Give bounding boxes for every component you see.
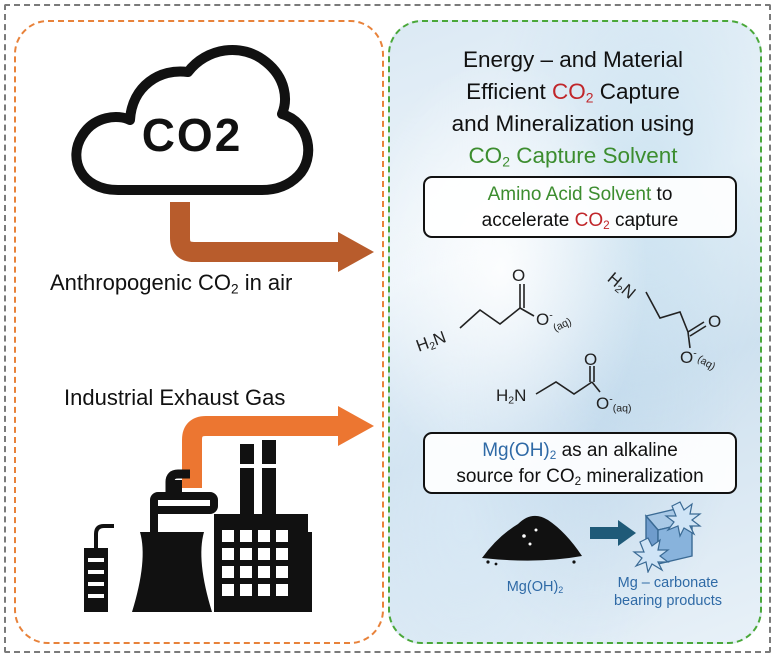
amino-acid-solvent-box: Amino Acid Solvent to accelerate CO2 cap… bbox=[423, 176, 737, 238]
mgoh-label: Mg(OH)2 bbox=[506, 579, 564, 596]
outer-frame bbox=[4, 4, 771, 653]
powder-pile-icon bbox=[482, 515, 582, 566]
oxygen-label-3a: O bbox=[584, 350, 598, 369]
cloud-co2-label: CO2 bbox=[141, 109, 243, 161]
glycinate-molecule-1 bbox=[459, 284, 535, 329]
oxygen-label-2b: O-(aq) bbox=[680, 347, 718, 373]
oxygen-label-3b: O-(aq) bbox=[596, 393, 632, 415]
glycinate-molecule-3 bbox=[535, 366, 601, 395]
oxygen-label-2a: O bbox=[708, 312, 722, 331]
h2n-label-3: H2N bbox=[496, 386, 527, 407]
oxygen-label-1b: O-(aq) bbox=[536, 309, 574, 335]
factory-icon bbox=[84, 440, 312, 612]
right-panel-process bbox=[388, 20, 762, 644]
orange-arrow-icon bbox=[182, 406, 374, 488]
anthropogenic-co2-label: Anthropogenic CO2 in air bbox=[50, 270, 293, 297]
oxygen-label-1a: O bbox=[512, 266, 526, 285]
magnesium-hydroxide-box: Mg(OH)2 as an alkaline source for CO2 mi… bbox=[423, 432, 737, 494]
glycinate-molecule-2 bbox=[645, 291, 707, 349]
brown-arrow-icon bbox=[170, 202, 374, 272]
carbonate-crystal-icon bbox=[632, 501, 702, 573]
cloud-icon bbox=[71, 44, 314, 195]
panel-title: Energy – and Material Efficient CO2 Capt… bbox=[451, 47, 695, 170]
carbonate-products-label: Mg – carbonate bearing products bbox=[613, 575, 722, 609]
process-arrow-icon bbox=[590, 520, 636, 546]
industrial-exhaust-label: Industrial Exhaust Gas bbox=[64, 385, 286, 410]
